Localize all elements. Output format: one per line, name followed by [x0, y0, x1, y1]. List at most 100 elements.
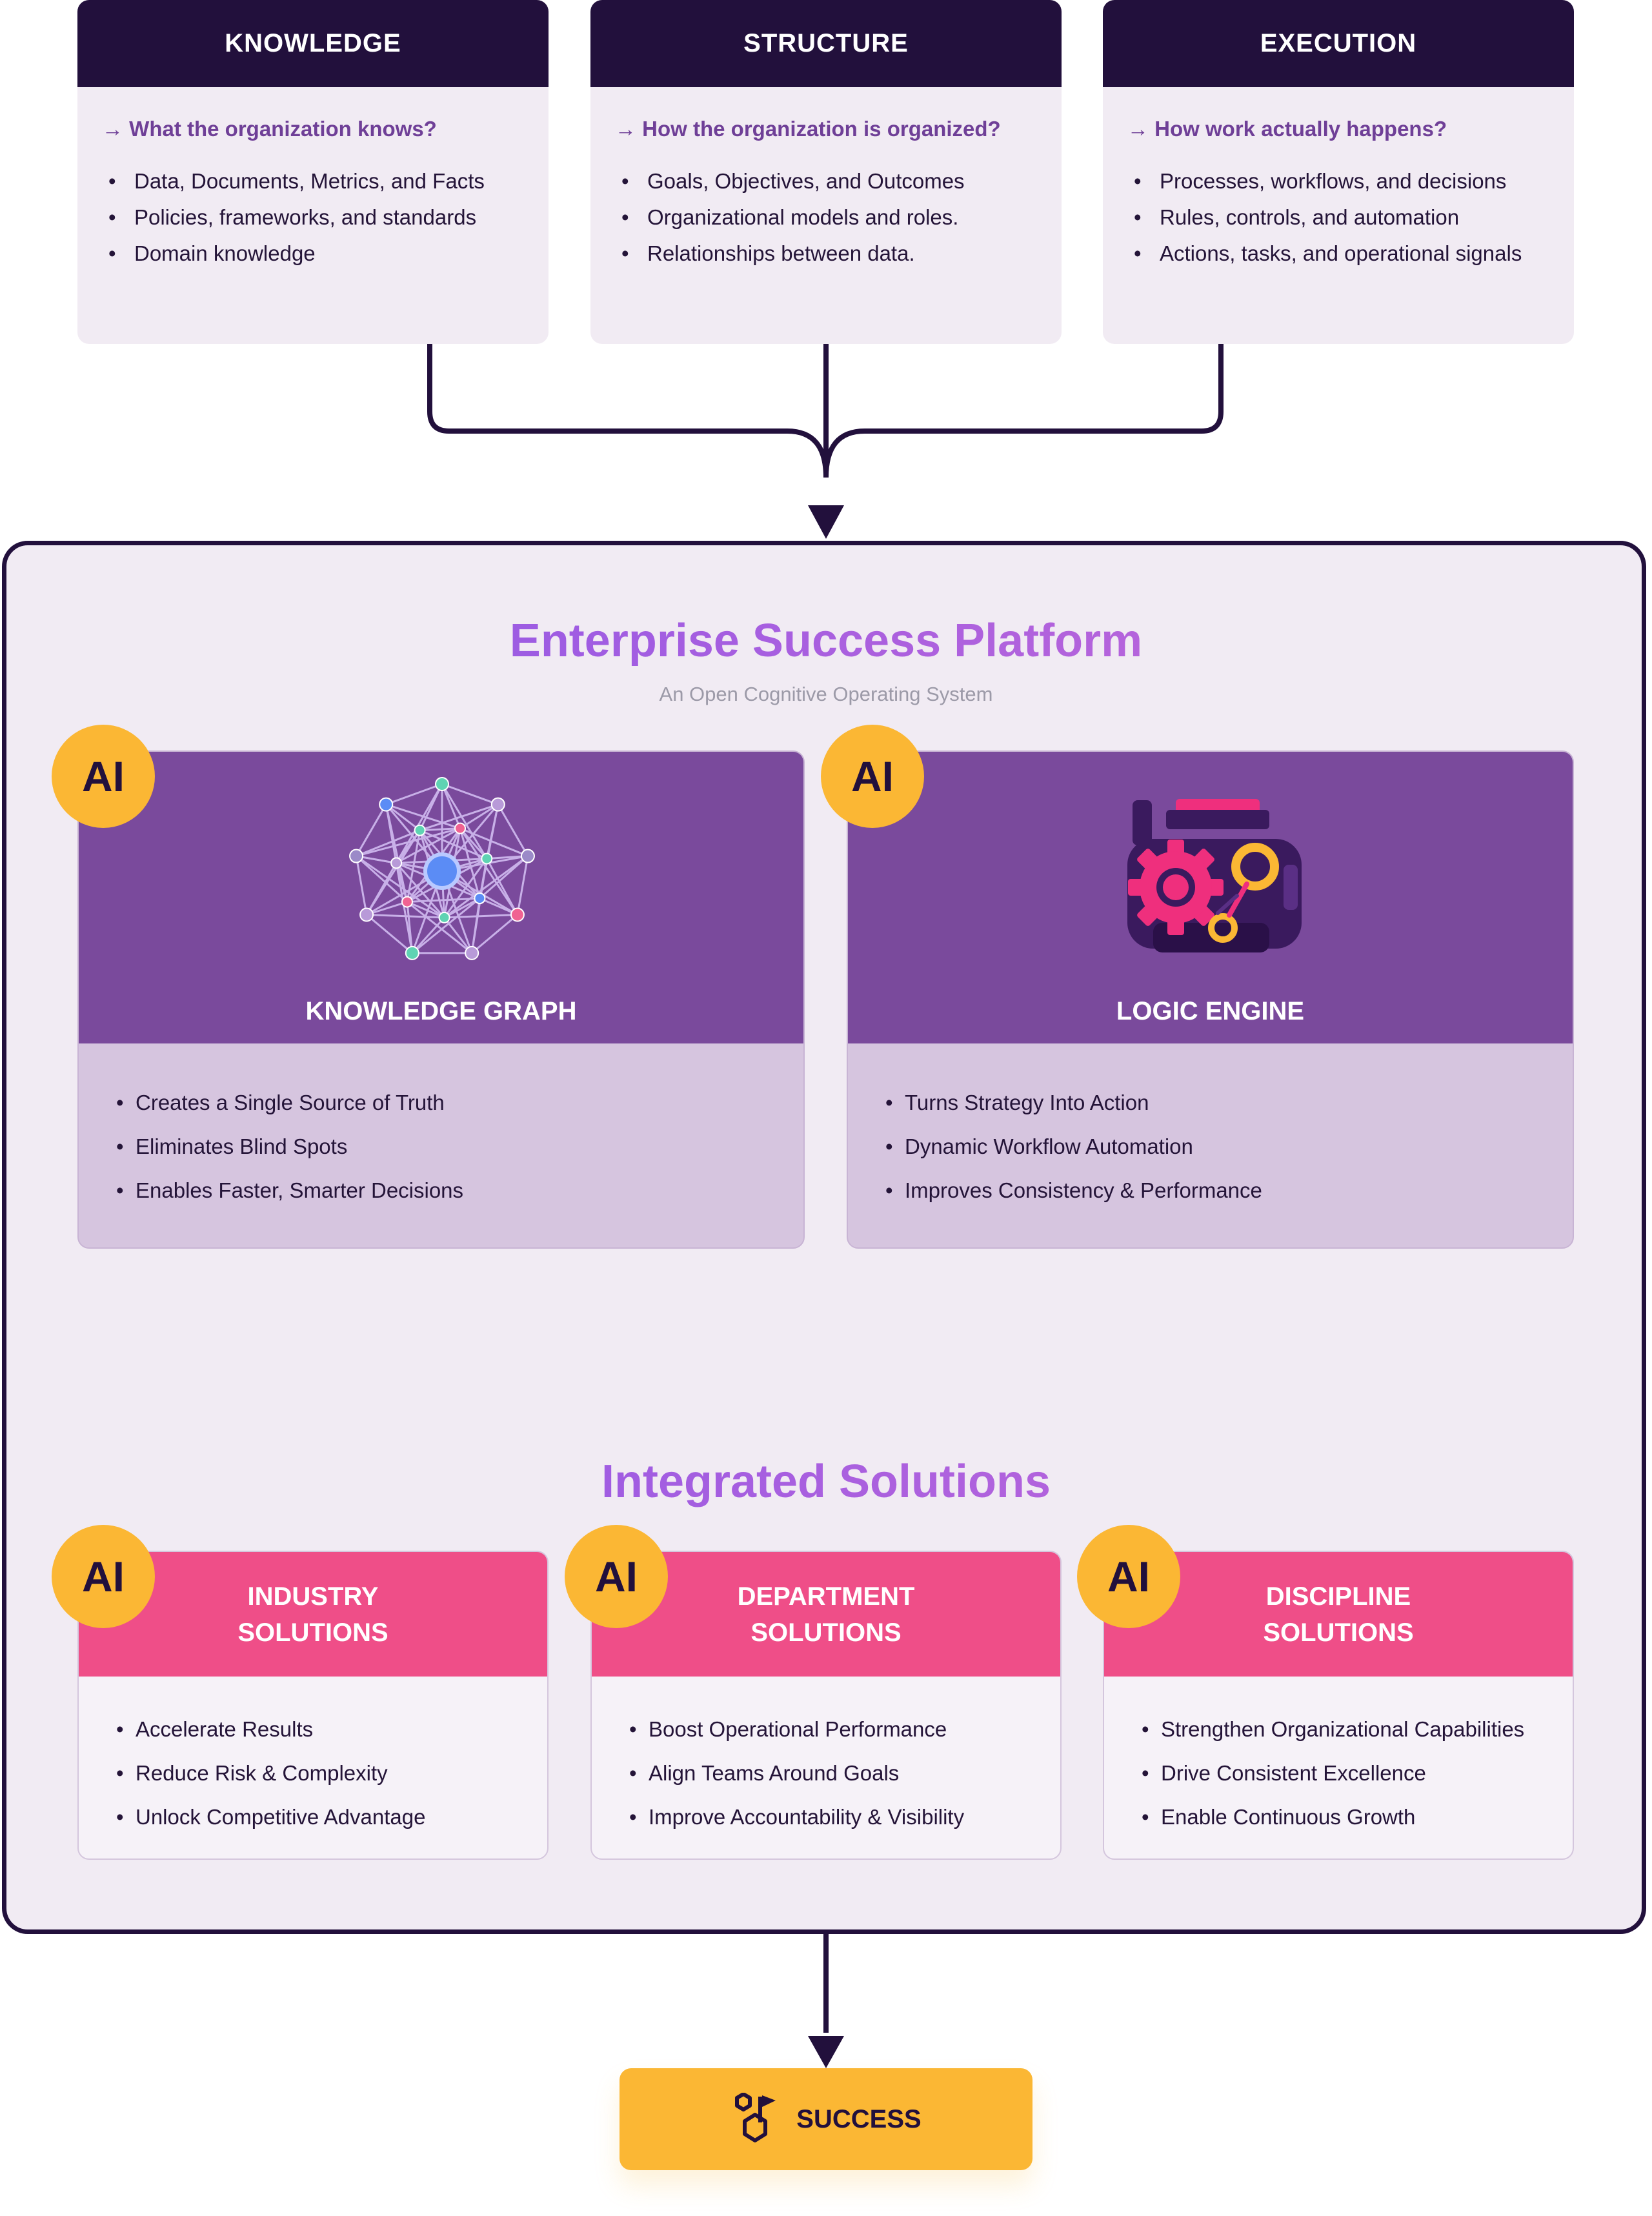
graph-edge	[385, 804, 398, 863]
solution-card-list: Strengthen Organizational Capabilities D…	[1104, 1677, 1573, 1839]
list-item: Organizational models and roles.	[621, 199, 1062, 236]
engine-card-title: KNOWLEDGE GRAPH	[305, 997, 577, 1025]
list-item: Reduce Risk & Complexity	[116, 1751, 547, 1795]
graph-edge	[385, 783, 443, 805]
solution-card-title: INDUSTRY SOLUTIONS	[79, 1552, 547, 1677]
graph-node	[474, 892, 486, 905]
graph-edge	[366, 914, 413, 954]
source-card-list: Processes, workflows, and decisions Rule…	[1103, 163, 1574, 272]
graph-node	[481, 852, 493, 865]
source-card-title: EXECUTION	[1103, 0, 1574, 87]
list-item: Strengthen Organizational Capabilities	[1142, 1707, 1573, 1751]
list-item: Actions, tasks, and operational signals	[1134, 236, 1574, 272]
graph-edge	[497, 803, 529, 857]
source-card-title: STRUCTURE	[590, 0, 1062, 87]
network-graph-icon	[349, 777, 535, 960]
graph-node	[520, 849, 535, 863]
graph-edge	[411, 897, 481, 954]
graph-edge	[356, 855, 445, 919]
solutions-title: Integrated Solutions	[0, 1455, 1652, 1508]
graph-node	[405, 945, 419, 960]
graph-edge	[441, 783, 461, 829]
graph-edge	[419, 829, 487, 860]
source-card-title: KNOWLEDGE	[77, 0, 549, 87]
ai-badge: AI	[821, 725, 924, 828]
goal-flag-icon	[735, 2093, 776, 2142]
platform-subtitle: An Open Cognitive Operating System	[659, 683, 993, 705]
solution-card-title: DEPARTMENT SOLUTIONS	[592, 1552, 1060, 1677]
graph-edge	[471, 914, 518, 954]
graph-node	[379, 797, 394, 812]
solution-card-department: DEPARTMENT SOLUTIONS Boost Operational P…	[590, 1551, 1062, 1860]
engine-card-logic-engine: LOGIC ENGINE Turns Strategy Into Action …	[847, 750, 1574, 1249]
graph-edge	[419, 827, 461, 832]
graph-node	[390, 857, 403, 869]
graph-edge	[407, 901, 445, 919]
graph-center-node	[423, 852, 461, 890]
ai-badge: AI	[52, 1525, 155, 1628]
list-item: Policies, frameworks, and standards	[108, 199, 549, 236]
list-item: Improves Consistency & Performance	[885, 1169, 1573, 1213]
graph-edge	[385, 803, 421, 831]
graph-edge	[470, 898, 481, 954]
list-item: Accelerate Results	[116, 1707, 547, 1751]
graph-edge	[459, 827, 529, 857]
list-item: Domain knowledge	[108, 236, 549, 272]
arrow-right-icon: →	[615, 117, 636, 141]
engine-card-list: Turns Strategy Into Action Dynamic Workf…	[848, 1043, 1573, 1213]
graph-node	[435, 777, 449, 791]
graph-node	[510, 907, 525, 922]
graph-edge	[395, 863, 408, 902]
ai-badge: AI	[52, 725, 155, 828]
graph-edge	[395, 829, 421, 864]
list-item: Relationships between data.	[621, 236, 1062, 272]
engine-card-header: KNOWLEDGE GRAPH	[79, 752, 803, 1043]
graph-edge	[459, 827, 488, 860]
graph-node	[359, 907, 374, 922]
source-card-question: → How the organization is organized?	[615, 117, 1001, 141]
graph-edge	[411, 916, 445, 954]
graph-node	[438, 911, 450, 923]
graph-node	[454, 822, 467, 834]
graph-edge	[419, 803, 499, 832]
source-card-question: → How work actually happens?	[1127, 117, 1447, 141]
graph-node	[414, 824, 426, 836]
source-card-question: → What the organization knows?	[102, 117, 437, 141]
graph-edge	[356, 829, 421, 857]
source-card-structure: STRUCTURE → How the organization is orga…	[590, 0, 1062, 344]
list-item: Creates a Single Source of Truth	[116, 1081, 803, 1125]
graph-edge	[459, 803, 499, 829]
graph-edge	[395, 863, 414, 954]
arrow-right-icon: →	[1127, 117, 1149, 141]
graph-edge	[443, 855, 529, 919]
list-item: Enables Faster, Smarter Decisions	[116, 1169, 803, 1213]
graph-edge	[443, 897, 481, 919]
graph-edge	[459, 827, 519, 916]
graph-edge	[385, 803, 461, 830]
engine-card-knowledge-graph: KNOWLEDGE GRAPH Creates a Single Source …	[77, 750, 805, 1249]
graph-edge	[365, 829, 421, 916]
list-item: Eliminates Blind Spots	[116, 1125, 803, 1169]
solution-card-list: Accelerate Results Reduce Risk & Complex…	[79, 1677, 547, 1839]
list-item: Rules, controls, and automation	[1134, 199, 1574, 236]
list-item: Turns Strategy Into Action	[885, 1081, 1573, 1125]
engine-gears-icon	[1127, 799, 1302, 952]
list-item: Align Teams Around Goals	[629, 1751, 1060, 1795]
graph-edge	[356, 827, 461, 858]
list-item: Dynamic Workflow Automation	[885, 1125, 1573, 1169]
solution-card-discipline: DISCIPLINE SOLUTIONS Strengthen Organiza…	[1103, 1551, 1574, 1860]
arrow-head-bottom	[808, 2036, 844, 2068]
list-item: Goals, Objectives, and Outcomes	[621, 163, 1062, 199]
engine-card-header: LOGIC ENGINE	[848, 752, 1573, 1043]
ai-badge: AI	[1077, 1525, 1180, 1628]
solution-card-industry: INDUSTRY SOLUTIONS Accelerate Results Re…	[77, 1551, 549, 1860]
graph-node	[490, 797, 505, 812]
arrow-head-top	[808, 505, 844, 539]
solution-card-list: Boost Operational Performance Align Team…	[592, 1677, 1060, 1839]
source-card-execution: EXECUTION → How work actually happens? P…	[1103, 0, 1574, 344]
list-item: Boost Operational Performance	[629, 1707, 1060, 1751]
graph-node	[349, 849, 364, 863]
list-item: Drive Consistent Excellence	[1142, 1751, 1573, 1795]
graph-edge	[441, 783, 488, 860]
graph-edge	[367, 914, 445, 919]
